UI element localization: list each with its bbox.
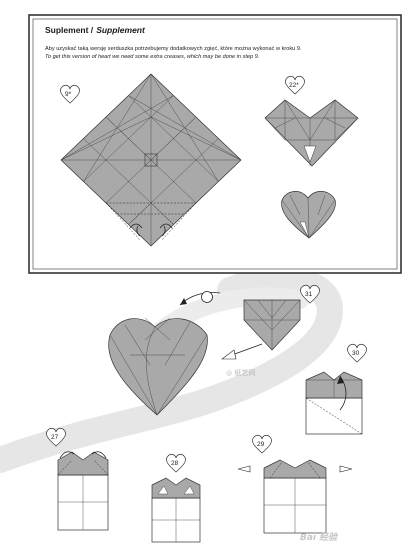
step-30-diagram: [305, 371, 363, 435]
push-arrow: [221, 343, 263, 360]
supplement-box: Suplement /Supplement Aby uzyskać taką w…: [28, 14, 402, 274]
step-label-30: 30: [352, 350, 360, 357]
supplement-text-en: To get this version of heart we need som…: [45, 54, 259, 60]
step-label-28: 28: [171, 460, 179, 467]
watermark-bottom: Bai 经验: [300, 532, 339, 543]
supplement-text-pl: Aby uzyskać taką wersję serduszka potrze…: [45, 46, 302, 52]
heart-step-badge: 29: [252, 434, 272, 454]
heart-step-badge: 9*: [60, 84, 80, 104]
supplement-title: Suplement /Supplement: [45, 25, 146, 35]
step-29-diagram: [237, 459, 353, 534]
step-label-22: 22*: [289, 82, 299, 89]
heart-step-badge: 27: [46, 427, 66, 447]
heart-step-badge: 31: [300, 284, 320, 304]
step-label-9: 9*: [65, 91, 72, 98]
push-arrow-right: [339, 465, 353, 473]
step-22-star-diagram: [264, 99, 359, 167]
step-31-diagram: [243, 299, 301, 351]
heart-step-badge: 28: [166, 453, 186, 473]
supplement-result-heart: [281, 191, 336, 239]
step-label-29: 29: [257, 441, 265, 448]
watermark-center: ◎ 纸艺网: [226, 368, 255, 377]
step-28-diagram: [151, 477, 201, 543]
push-arrow-left: [237, 465, 251, 473]
step-label-27: 27: [51, 434, 59, 441]
rotate-arrow: [179, 291, 221, 306]
step-27-diagram: [57, 451, 109, 531]
step-9-star-diagram: [60, 73, 242, 247]
step-label-31: 31: [305, 291, 313, 298]
swirl-band-lower: [0, 266, 344, 473]
heart-step-badge: 30: [347, 343, 367, 363]
heart-step-badge: 22*: [285, 75, 305, 95]
finished-heart: [108, 317, 208, 416]
